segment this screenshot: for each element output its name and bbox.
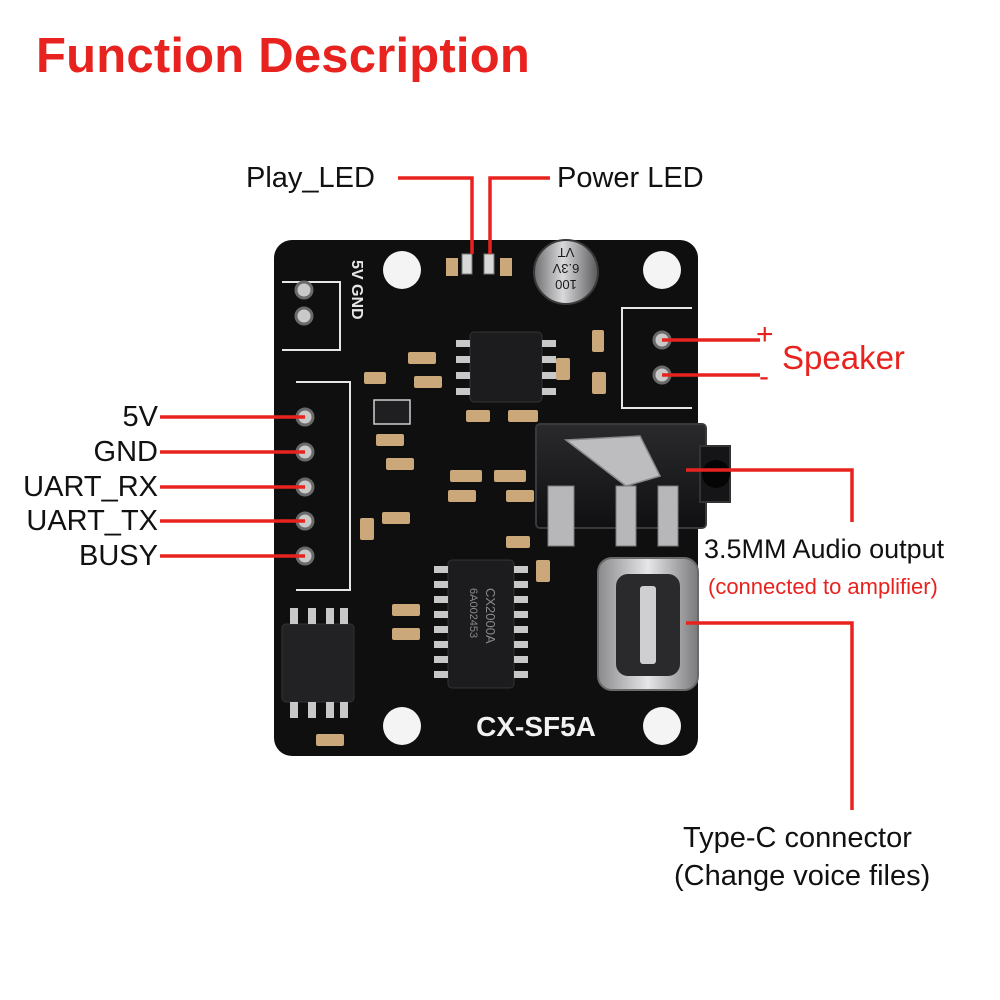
- smd-resistor: [446, 258, 458, 276]
- label-pin-gnd: GND: [93, 436, 158, 468]
- mounting-hole: [383, 251, 421, 289]
- main-chip: [434, 559, 528, 689]
- silkscreen-power-pins: 5V GND: [348, 260, 365, 320]
- callout-typec: [686, 621, 854, 810]
- cap-marking-3: VT: [558, 245, 575, 260]
- cap-marking-2: 6.3V: [552, 261, 579, 276]
- label-speaker-plus: +: [756, 318, 774, 351]
- board-model-name: CX-SF5A: [476, 711, 596, 742]
- smd-components: [316, 330, 606, 746]
- label-typec-note: (Change voice files): [674, 860, 931, 892]
- label-pin-uart-tx: UART_TX: [26, 505, 158, 537]
- power-header-pin: [294, 280, 314, 300]
- power-header-pin: [294, 306, 314, 326]
- power-led: [483, 253, 495, 275]
- label-pin-busy: BUSY: [79, 540, 158, 572]
- callout-audio-jack: [686, 468, 854, 522]
- label-typec: Type-C connector: [683, 822, 912, 854]
- play-led: [461, 253, 473, 275]
- speaker-header-outline: [621, 307, 692, 409]
- label-play-led: Play_LED: [246, 162, 375, 194]
- page-title: Function Description: [36, 29, 530, 83]
- electrolytic-capacitor: [533, 239, 599, 305]
- transistor: [373, 399, 411, 425]
- label-speaker: Speaker: [782, 339, 905, 376]
- label-power-led: Power LED: [557, 162, 704, 194]
- mounting-hole: [643, 251, 681, 289]
- label-speaker-minus: -: [759, 360, 769, 393]
- mounting-hole: [643, 707, 681, 745]
- callout-play-led: [398, 176, 474, 254]
- uart-header-outline: [296, 381, 351, 591]
- amplifier-chip: [456, 331, 556, 403]
- label-pin-uart-rx: UART_RX: [23, 471, 158, 503]
- callout-lines: [160, 176, 854, 810]
- power-header-outline: [282, 281, 341, 351]
- main-chip-label: CX2000A: [483, 588, 498, 644]
- audio-jack: [535, 423, 731, 547]
- pcb-board: [274, 240, 698, 756]
- flash-chip: [281, 608, 355, 718]
- label-audio-output-note: (connected to amplifier): [708, 574, 938, 599]
- label-audio-output: 3.5MM Audio output: [704, 534, 945, 564]
- main-chip-sublabel: 6A002453: [467, 588, 479, 638]
- mounting-hole: [383, 707, 421, 745]
- cap-marking-1: 100: [555, 277, 577, 292]
- callout-power-led: [488, 176, 550, 254]
- typec-port: [597, 557, 699, 691]
- smd-resistor: [500, 258, 512, 276]
- label-pin-5v: 5V: [122, 401, 158, 433]
